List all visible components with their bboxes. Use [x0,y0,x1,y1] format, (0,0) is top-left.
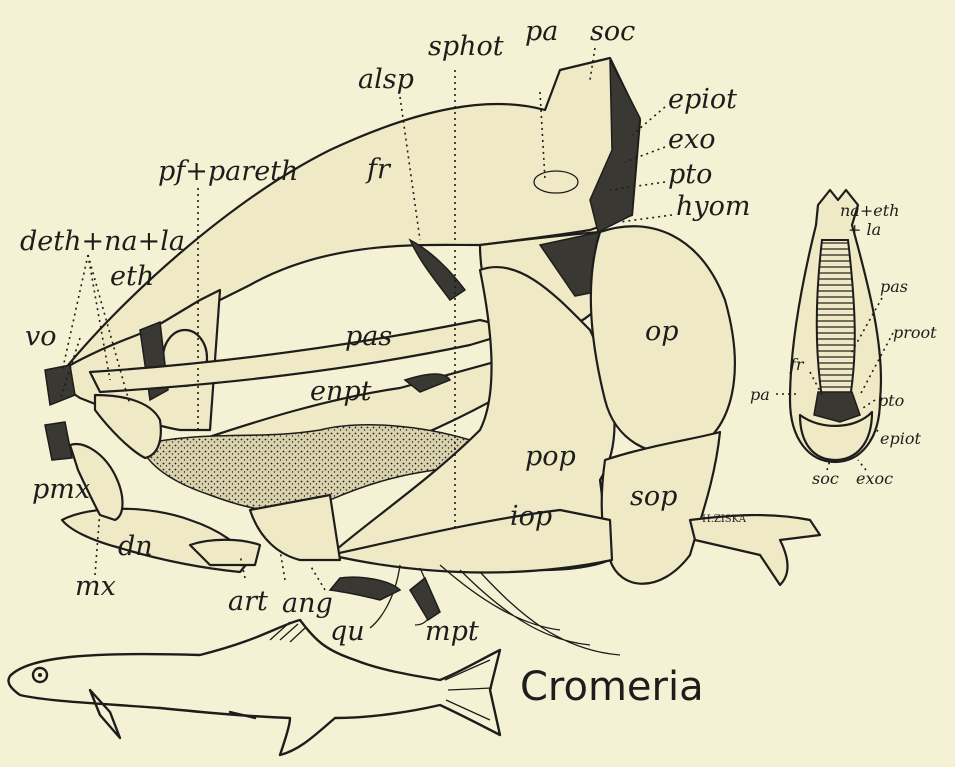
dorsal-otic [814,392,860,422]
label-op: op [645,316,679,347]
label-mx: mx [75,571,116,602]
label-fr: fr [365,154,392,185]
label-pop: pop [525,441,576,472]
branchiostegal-dark [330,577,440,620]
dorsal-label-pto: pto [878,391,904,410]
label-iop: iop [510,501,552,532]
dorsal-label-proot: proot [893,323,937,342]
label-qu: qu [330,616,365,647]
label-vo: vo [25,321,57,352]
label-pf-pareth: pf+pareth [158,156,298,187]
label-art: art [228,586,268,617]
label-eth: eth [110,261,154,292]
label-pas: pas [345,321,392,352]
artist-signature: H.ZISKA [702,514,747,525]
label-alsp: alsp [358,64,414,95]
dorsal-label-fr: fr [789,355,805,374]
branchiostegal-rays [370,565,620,655]
anterior-dark [45,365,75,405]
label-deth-na-la: deth+na+la [20,226,185,257]
label-epiot: epiot [668,84,737,115]
dorsal-parasphenoid [817,240,855,398]
fish-dorsal-rays [270,622,305,642]
label-sphot: sphot [428,31,504,62]
label-pa: pa [525,16,558,47]
dorsal-label-pa: pa [750,385,770,404]
label-pto: pto [668,159,712,190]
label-pmx: pmx [32,474,90,505]
dorsal-label-epiot: epiot [880,429,921,448]
label-ang: ang [282,588,333,619]
dorsal-label-exoc: exoc [856,469,893,488]
label-enpt: enpt [310,376,372,407]
fish-pectoral [90,690,120,738]
label-exo: exo [668,124,715,155]
label-hyom: hyom [676,191,751,222]
alisphenoid-process [410,240,465,300]
label-soc: soc [590,16,635,47]
label-mpt: mpt [425,616,479,647]
figure-title: Cromeria [520,664,704,710]
dorsal-label-la: + la [848,220,881,239]
dorsal-label-na-eth: na+eth [840,201,899,220]
label-dn: dn [118,531,153,562]
pectoral-spine [690,515,820,585]
label-sop: sop [630,481,677,512]
dorsal-label-pas: pas [880,277,908,296]
premaxilla [45,422,72,460]
dorsal-label-soc: soc [812,469,839,488]
